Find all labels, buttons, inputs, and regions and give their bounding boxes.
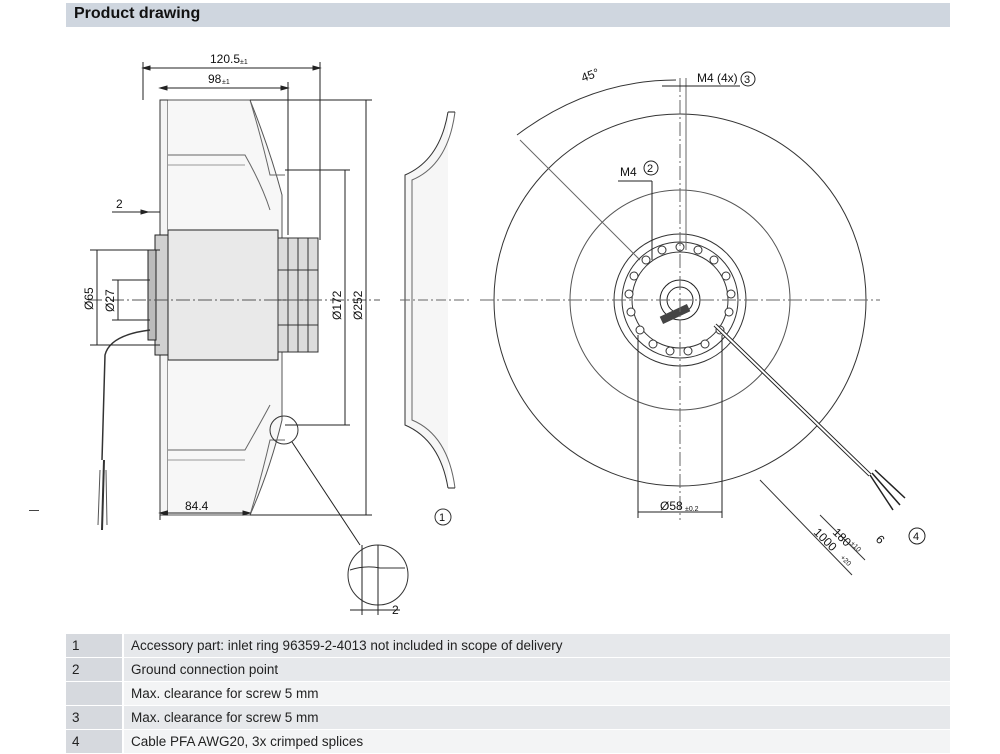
dim-98-tol: ±1 bbox=[222, 79, 230, 86]
note-text: Ground connection point bbox=[123, 657, 950, 682]
note-number: 1 bbox=[66, 634, 124, 658]
dim-dia-172: Ø172 bbox=[330, 290, 344, 320]
label-m4: M4 bbox=[620, 165, 637, 179]
dim-2-detail: 2 bbox=[392, 603, 399, 617]
technical-drawing: 120.5 ±1 98 ±1 2 Ø65 Ø27 Ø172 Ø252 bbox=[82, 52, 926, 617]
dim-dia-58-tol: ±0.2 bbox=[685, 506, 699, 513]
side-view: 120.5 ±1 98 ±1 2 Ø65 Ø27 Ø172 Ø252 bbox=[82, 52, 409, 617]
note-number: 2 bbox=[66, 657, 124, 682]
dim-1000-tol: +20 bbox=[839, 554, 852, 567]
callout-2: 2 bbox=[647, 163, 653, 175]
dim-2-top: 2 bbox=[116, 197, 123, 211]
note-text: Max. clearance for screw 5 mm bbox=[123, 681, 950, 706]
callout-3: 3 bbox=[744, 74, 750, 86]
note-row: 1 Accessory part: inlet ring 96359-2-401… bbox=[66, 634, 950, 658]
dim-180-tol: ±10 bbox=[849, 540, 862, 553]
dim-overall-width-tol: ±1 bbox=[240, 59, 248, 66]
note-number bbox=[66, 681, 124, 706]
section-header: Product drawing bbox=[66, 3, 950, 27]
note-row: Max. clearance for screw 5 mm bbox=[66, 681, 950, 706]
note-text: Cable PFA AWG20, 3x crimped splices bbox=[123, 729, 950, 754]
dim-84: 84.4 bbox=[185, 499, 209, 513]
dim-98: 98 bbox=[208, 72, 222, 86]
label-m4-4x: M4 (4x) bbox=[697, 71, 738, 85]
dim-dia-27: Ø27 bbox=[103, 289, 117, 312]
callout-4: 4 bbox=[913, 531, 919, 543]
inlet-ring-view: 1 bbox=[400, 111, 470, 526]
callout-1: 1 bbox=[439, 512, 445, 524]
dim-6: 6 bbox=[873, 532, 888, 547]
dim-dia-58: Ø58 bbox=[660, 499, 683, 513]
note-text: Max. clearance for screw 5 mm bbox=[123, 705, 950, 730]
dim-overall-width: 120.5 bbox=[210, 52, 240, 66]
note-row: 2 Ground connection point bbox=[66, 657, 950, 682]
dim-dia-65: Ø65 bbox=[82, 287, 96, 310]
front-view: 45° M4 (4x) 3 M4 2 Ø58 ±0.2 180 ±10 1000… bbox=[480, 65, 926, 576]
section-title: Product drawing bbox=[74, 5, 201, 22]
note-number: 4 bbox=[66, 729, 124, 754]
margin-mark bbox=[29, 510, 39, 511]
note-row: 3 Max. clearance for screw 5 mm bbox=[66, 705, 950, 730]
note-text: Accessory part: inlet ring 96359-2-4013 … bbox=[123, 634, 950, 658]
note-row: 4 Cable PFA AWG20, 3x crimped splices bbox=[66, 729, 950, 754]
notes-table: 1 Accessory part: inlet ring 96359-2-401… bbox=[66, 634, 950, 754]
note-number: 3 bbox=[66, 705, 124, 730]
dim-angle-45: 45° bbox=[579, 65, 601, 84]
dim-dia-252: Ø252 bbox=[351, 290, 365, 320]
